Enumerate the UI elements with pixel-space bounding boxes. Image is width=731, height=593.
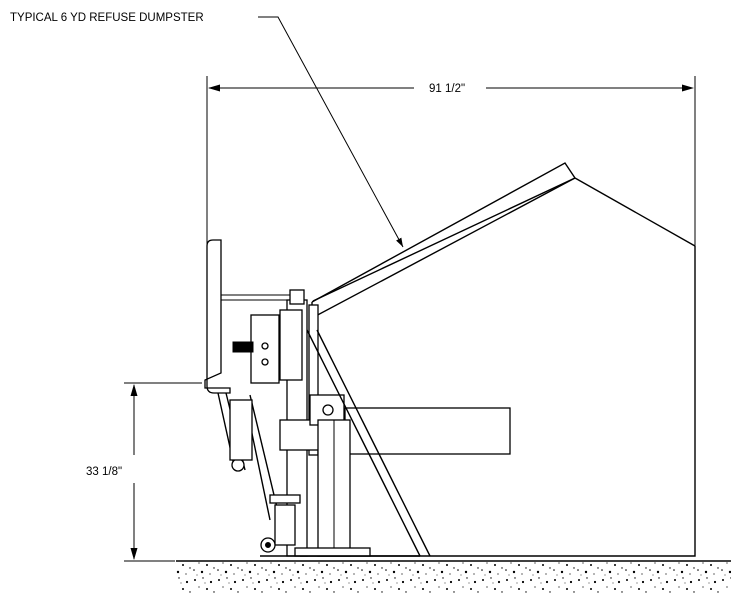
lift-carriage — [279, 309, 303, 381]
dumpster-roof-back — [574, 177, 696, 247]
lift-machine — [204, 239, 431, 557]
dumpster-body-outline — [420, 246, 696, 557]
dumpster-lid-bottom — [311, 177, 576, 320]
caster-hub — [265, 542, 271, 548]
support-strut-right — [316, 329, 431, 557]
lift-step — [269, 494, 301, 504]
lift-base-plate — [294, 547, 371, 557]
height-dimension-label: 33 1/8" — [86, 466, 122, 478]
width-dimension: 91 1/2" — [206, 76, 696, 246]
height-dimension: 33 1/8" — [86, 382, 202, 562]
callout-leader-line — [258, 16, 404, 248]
ground-slab — [176, 560, 731, 593]
lift-hinge-pin — [322, 404, 334, 416]
control-button-2 — [261, 358, 269, 366]
dumpster-fork-pocket — [344, 407, 511, 455]
control-handle — [232, 341, 254, 353]
pivot-wheel — [231, 458, 245, 472]
support-strut-left — [306, 329, 421, 557]
lift-foot — [274, 504, 296, 546]
gravel-texture — [176, 562, 731, 593]
control-button-1 — [261, 342, 269, 350]
callout-label: TYPICAL 6 YD REFUSE DUMPSTER — [10, 12, 204, 24]
height-arrow-bottom — [130, 548, 138, 560]
width-dimension-label: 91 1/2" — [429, 83, 465, 95]
lift-mast-rear — [308, 304, 319, 456]
lift-backplate — [204, 239, 231, 394]
width-arrow-right — [682, 84, 694, 92]
dumpster-lid-top — [311, 162, 576, 303]
dumpster — [300, 162, 696, 557]
lift-cylinder-cap — [289, 289, 305, 305]
width-arrow-left — [208, 84, 220, 92]
height-arrow-top — [130, 384, 138, 396]
lift-lower-frame — [229, 399, 253, 461]
dumpster-roof-front — [312, 177, 576, 302]
